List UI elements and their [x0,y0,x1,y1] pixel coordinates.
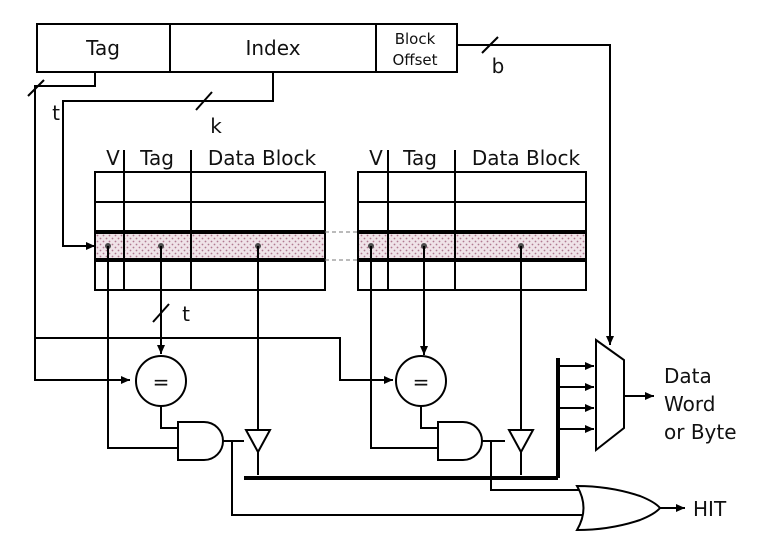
output-label-line2: Word [664,392,715,416]
way1-tag-header: Tag [402,146,437,170]
hit-or-gate: HIT [575,484,727,532]
tag-field-label: Tag [85,36,120,60]
index-field-label: Index [245,36,300,60]
mux-shape [595,338,625,453]
way0-v-header: V [106,146,120,170]
tag-compare-width-t: t [182,302,190,326]
way1-tristate-buffer [507,429,535,455]
way0-compare-logic: t = [107,246,585,516]
way0-and-gate [177,421,224,461]
way1-data-header: Data Block [472,146,581,170]
way1-selected-row [358,232,586,260]
hit-label: HIT [693,497,727,521]
cache-way-0: V Tag Data Block [94,146,326,291]
way1-v-header: V [369,146,383,170]
data-bus [244,358,594,480]
or-gate-shape [575,484,662,532]
output-label-line3: or Byte [664,420,737,444]
index-bus: k [62,72,274,250]
way0-tristate-buffer [244,429,272,455]
tag-bus: t [27,72,393,384]
block-offset-label-2: Offset [392,51,437,69]
way1-compare-logic: = [370,246,585,491]
way1-and-gate [437,421,483,461]
way0-selected-row [95,232,325,260]
way1-comparator-symbol: = [413,370,430,394]
way0-tag-header: Tag [139,146,174,170]
index-width-k: k [210,114,222,138]
offset-width-b: b [492,54,505,78]
word-select-mux: Data Word or Byte [595,338,737,453]
address-box [36,23,458,73]
cache-way-1: V Tag Data Block [357,146,587,291]
output-label-line1: Data [664,364,712,388]
offset-bus: b [457,36,614,345]
tag-width-t: t [52,101,60,125]
way0-data-header: Data Block [208,146,317,170]
address-register: Tag Index Block Offset [36,23,458,73]
block-offset-label-1: Block [395,30,436,48]
way0-comparator-symbol: = [153,370,170,394]
